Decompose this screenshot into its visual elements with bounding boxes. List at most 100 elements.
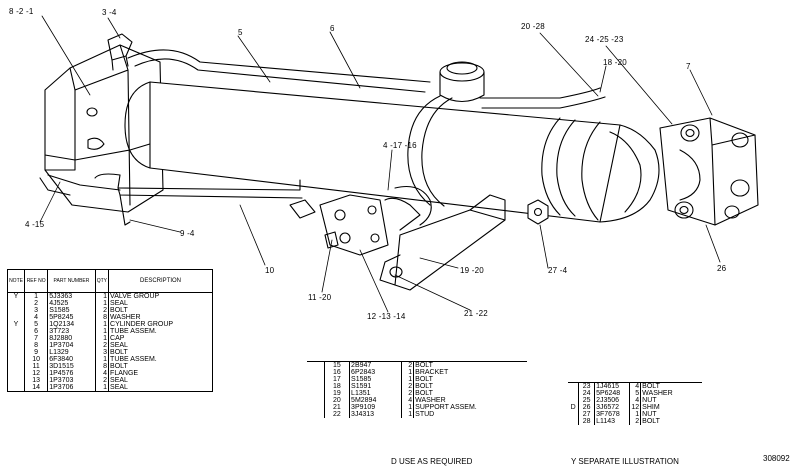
cell-note	[8, 377, 25, 384]
header-qty: QTY	[94, 269, 109, 293]
cell-ref: 15	[323, 361, 350, 369]
cell-ref: 2	[24, 300, 48, 307]
cell-desc: BOLT	[108, 363, 213, 370]
cell-note	[8, 342, 25, 349]
cell-desc: STUD	[413, 411, 527, 418]
cell-note	[307, 369, 324, 376]
cell-note	[568, 390, 579, 397]
cell-ref: 17	[323, 376, 350, 383]
cell-desc: BOLT	[413, 361, 527, 369]
cell-ref: 4	[24, 314, 48, 321]
cell-part: 8J2880	[47, 335, 96, 342]
cell-qty: 4	[629, 382, 641, 390]
cell-ref: 25	[578, 397, 595, 404]
cell-ref: 27	[578, 411, 595, 418]
cell-qty: 4	[400, 397, 414, 404]
cell-desc: CAP	[108, 335, 213, 342]
cell-desc: BOLT	[413, 390, 527, 397]
header-note: NOTE	[7, 269, 25, 293]
cell-ref: 7	[24, 335, 48, 342]
cell-part: S1591	[349, 383, 402, 390]
cell-ref: 18	[323, 383, 350, 390]
rod-end-drawing	[659, 117, 759, 226]
cell-ref: 5	[24, 321, 48, 328]
leader-lines	[39, 15, 721, 313]
callout-4-17-16: 4 -17 -16	[383, 141, 417, 150]
cell-ref: 9	[24, 349, 48, 356]
cell-qty: 1	[94, 384, 109, 392]
cell-ref: 6	[24, 328, 48, 335]
cell-desc: NUT	[640, 411, 702, 418]
cell-part: 6F3840	[47, 356, 96, 363]
callout-7: 7	[686, 62, 691, 71]
cell-qty: 1	[400, 411, 414, 418]
cell-part: 1P3703	[47, 377, 96, 384]
cell-part: 5P6248	[594, 390, 630, 397]
cell-part: 3D1515	[47, 363, 96, 370]
cell-note	[307, 376, 324, 383]
cell-desc: SEAL	[108, 300, 213, 307]
cell-desc: BOLT	[640, 382, 702, 390]
callout-26: 26	[717, 264, 727, 273]
cell-ref: 10	[24, 356, 48, 363]
cell-part: 3T723	[47, 328, 96, 335]
cell-desc: SEAL	[108, 342, 213, 349]
cell-part: 2B947	[349, 361, 402, 369]
cell-part: 1P3706	[47, 384, 96, 392]
cell-desc: BOLT	[413, 383, 527, 390]
cell-part: 2J3506	[594, 397, 630, 404]
lower-flange-drawing	[289, 185, 432, 256]
cell-ref: 16	[323, 369, 350, 376]
cell-note: Y	[13, 321, 19, 328]
tube-assembly-lower-drawing	[94, 173, 303, 226]
cell-desc: BOLT	[640, 418, 702, 425]
cell-desc: WASHER	[413, 397, 527, 404]
cell-qty: 1	[400, 369, 414, 376]
cell-desc: NUT	[640, 397, 702, 404]
parts-table-main: NOTE REF NO PART NUMBER QTY DESCRIPTION …	[7, 269, 213, 392]
cell-desc: BOLT	[108, 307, 213, 314]
cell-note	[8, 370, 25, 377]
cell-note	[8, 349, 25, 356]
cell-desc: TUBE ASSEM.	[108, 328, 213, 335]
cell-desc: SUPPORT ASSEM.	[413, 404, 527, 411]
callout-24-25-23: 24 -25 -23	[585, 35, 624, 44]
cell-part: S1585	[47, 307, 96, 314]
cell-note	[307, 404, 324, 411]
cell-part: 3F7678	[594, 411, 630, 418]
callout-20-28: 20 -28	[521, 22, 545, 31]
valve-group-drawing	[39, 33, 164, 213]
cell-part: 1P4576	[47, 370, 96, 377]
cell-note	[8, 335, 25, 342]
callout-4-15: 4 -15	[25, 220, 45, 229]
cell-ref: 3	[24, 307, 48, 314]
support-bracket-drawing	[379, 194, 506, 291]
cell-qty: 1	[94, 321, 109, 328]
callout-10: 10	[265, 266, 275, 275]
cell-part: 1Q2134	[47, 321, 96, 328]
cell-ref: 26	[578, 404, 595, 411]
cell-ref: 22	[323, 411, 350, 418]
callout-9-4: 9 -4	[180, 229, 195, 238]
cell-desc: SHIM	[640, 404, 702, 411]
cell-part: L1351	[349, 390, 402, 397]
cell-ref: 14	[24, 384, 48, 392]
cell-note	[307, 383, 324, 390]
cell-qty: 1	[400, 376, 414, 383]
cell-note	[307, 411, 324, 418]
cell-desc: BOLT	[413, 376, 527, 383]
callout-8-2-1: 8 -2 -1	[9, 7, 34, 16]
cell-qty: 1	[94, 292, 109, 300]
